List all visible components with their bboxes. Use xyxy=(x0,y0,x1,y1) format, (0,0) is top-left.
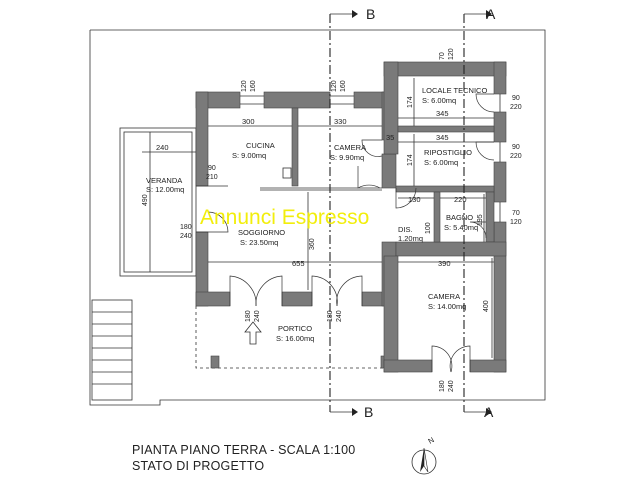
room-name-soggiorno: SOGGIORNO xyxy=(238,228,285,237)
lot-outline xyxy=(89,29,546,406)
dim-soggiorno-height: 360 xyxy=(309,238,316,250)
room-area-camera-2: S: 14.00mq xyxy=(428,302,466,311)
opening-camera2-door-a: 180 xyxy=(439,380,446,392)
opening-soggiorno-door-a: 180 xyxy=(180,224,192,231)
dimension-lines xyxy=(142,78,494,358)
room-name-bagno: BAGNO xyxy=(446,213,473,222)
dim-locale-width: 345 xyxy=(436,109,449,118)
room-area-locale-tecnico: S: 6.00mq xyxy=(422,96,456,105)
dim-ripost-height: 174 xyxy=(407,154,414,166)
walls xyxy=(195,61,507,373)
section-label-a-top: A xyxy=(486,6,496,22)
room-name-cucina: CUCINA xyxy=(246,141,275,150)
opening-bagno-window-a: 70 xyxy=(512,210,520,217)
north-arrow xyxy=(411,447,437,475)
dim-dis-width: 130 xyxy=(408,195,421,204)
opening-cucina-window-b: 160 xyxy=(250,80,257,92)
opening-locale-door-a: 90 xyxy=(512,95,520,102)
room-name-locale-tecnico: LOCALE TECNICO xyxy=(422,86,487,95)
section-label-b-bottom: B xyxy=(364,404,373,420)
dim-camera2-height: 400 xyxy=(483,300,490,312)
dim-camera2-width: 390 xyxy=(438,259,451,268)
section-label-b-top: B xyxy=(366,6,375,22)
dim-bagno-height: 195 xyxy=(477,214,484,226)
opening-bagno-window-b: 120 xyxy=(510,219,522,226)
room-name-dis: DIS. xyxy=(398,225,413,234)
dim-wall-35: 35 xyxy=(386,133,394,142)
section-label-a-bottom: A xyxy=(484,404,494,420)
dim-camera-width: 330 xyxy=(334,117,347,126)
opening-portico1-b: 240 xyxy=(254,310,261,322)
entrance-arrow xyxy=(244,321,262,345)
opening-portico2-a: 180 xyxy=(327,310,334,322)
room-area-camera-1: S: 9.90mq xyxy=(330,153,364,162)
room-area-ripostiglio: S: 6.00mq xyxy=(424,158,458,167)
room-name-ripostiglio: RIPOSTIGLIO xyxy=(424,148,472,157)
opening-camera2-door-b: 240 xyxy=(448,380,455,392)
opening-portico2-b: 240 xyxy=(336,310,343,322)
dim-veranda-width: 240 xyxy=(156,143,169,152)
room-area-cucina: S: 9.00mq xyxy=(232,151,266,160)
opening-top-right-window-b: 120 xyxy=(448,48,455,60)
room-name-portico: PORTICO xyxy=(278,324,312,333)
dim-ripost-width: 345 xyxy=(436,133,449,142)
room-area-bagno: S: 5.40mq xyxy=(444,223,478,232)
opening-top-right-window-a: 70 xyxy=(439,52,446,60)
room-area-soggiorno: S: 23.50mq xyxy=(240,238,278,247)
room-name-veranda: VERANDA xyxy=(146,176,182,185)
opening-portico1-a: 180 xyxy=(245,310,252,322)
room-area-portico: S: 16.00mq xyxy=(276,334,314,343)
dim-dis-height: 100 xyxy=(425,222,432,234)
room-area-veranda: S: 12.00mq xyxy=(146,185,184,194)
exterior-stairs xyxy=(91,299,133,401)
dim-soggiorno-width: 655 xyxy=(292,259,305,268)
room-name-camera-2: CAMERA xyxy=(428,292,460,301)
opening-cucina-window-a: 120 xyxy=(241,80,248,92)
section-axes xyxy=(329,10,492,416)
opening-cucina-door-b: 210 xyxy=(206,174,218,181)
opening-cucina-door-a: 90 xyxy=(208,165,216,172)
windows xyxy=(196,94,501,233)
opening-ripost-door-b: 220 xyxy=(510,153,522,160)
doors xyxy=(207,93,495,373)
opening-ripost-door-a: 90 xyxy=(512,144,520,151)
room-name-camera-1: CAMERA xyxy=(334,143,366,152)
veranda-outline xyxy=(119,127,197,277)
opening-locale-door-b: 220 xyxy=(510,104,522,111)
dim-cucina-width: 300 xyxy=(242,117,255,126)
watermark-text: Annunci Espresso xyxy=(200,206,369,229)
opening-soggiorno-door-b: 240 xyxy=(180,233,192,240)
plan-title: PIANTA PIANO TERRA - SCALA 1:100 xyxy=(132,443,355,457)
dim-bagno-width: 220 xyxy=(454,195,467,204)
north-label: N xyxy=(427,435,436,446)
dim-locale-height: 174 xyxy=(407,96,414,108)
plan-subtitle: STATO DI PROGETTO xyxy=(132,459,264,473)
opening-camera-window-b: 160 xyxy=(340,80,347,92)
dim-veranda-height: 490 xyxy=(142,194,149,206)
room-area-dis: 1.20mq xyxy=(398,234,423,243)
opening-camera-window-a: 120 xyxy=(331,80,338,92)
